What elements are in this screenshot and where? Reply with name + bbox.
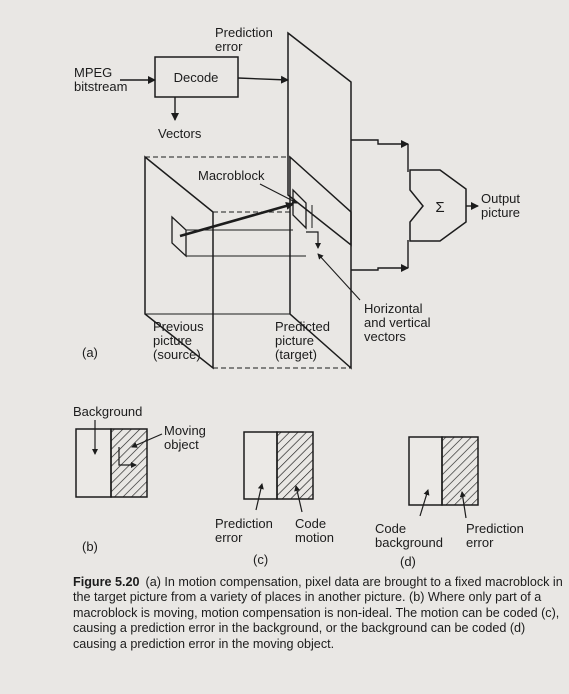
diagram-b-moving-region [110, 428, 148, 498]
macroblock-label: Macroblock [198, 168, 265, 183]
diagram-c: Prediction error Code motion (c) [215, 431, 334, 567]
prediction-error-to-sum [351, 139, 409, 148]
diagram-c-right-block [276, 431, 314, 500]
prediction-error-arrow [237, 75, 289, 84]
hv-vectors-pointer [317, 253, 361, 301]
previous-picture-label-line1: Previous [153, 319, 204, 334]
diagram-d-label: (d) [400, 554, 416, 569]
decode-label: Decode [174, 70, 219, 85]
prediction-error-label-line2: error [215, 39, 243, 54]
diagram-c-right-label-line1: Code [295, 516, 326, 531]
hv-vectors-label-line2: and vertical [364, 315, 431, 330]
hv-vectors-label-line3: vectors [364, 329, 406, 344]
input-label-line2: bitstream [74, 79, 127, 94]
vectors-label: Vectors [158, 126, 202, 141]
diagram-b: Background Moving object (b) [73, 404, 206, 554]
moving-object-label-line1: Moving [164, 423, 206, 438]
input-label-line1: MPEG [74, 65, 112, 80]
diagram-d-right-pointer [459, 491, 467, 519]
source-macroblock [171, 215, 187, 258]
sigma-symbol: Σ [435, 199, 444, 216]
target-macroblock [292, 188, 307, 230]
moving-object-label-line2: object [164, 437, 199, 452]
summing-node [409, 169, 467, 242]
diagram-a: MPEG bitstream Decode Prediction error V… [74, 25, 520, 370]
diagram-a-label: (a) [82, 345, 98, 360]
diagram-d-left-block [408, 436, 443, 506]
prediction-error-label-line1: Prediction [215, 25, 273, 40]
diagram-c-label: (c) [253, 552, 268, 567]
predicted-picture-label-line3: (target) [275, 347, 317, 362]
diagram-b-left-block [75, 428, 112, 498]
figure-number: Figure 5.20 [73, 575, 140, 589]
moving-object-pointer [131, 433, 163, 448]
predicted-picture-label-line2: picture [275, 333, 314, 348]
diagram-c-left-label-line1: Prediction [215, 516, 273, 531]
figure-caption: Figure 5.20(a) In motion compensation, p… [73, 575, 563, 652]
decode-box [154, 56, 239, 98]
diagram-b-label: (b) [82, 539, 98, 554]
diagram-d-right-label-line2: error [466, 535, 494, 550]
prediction-error-plane [287, 31, 352, 247]
background-label: Background [73, 404, 142, 419]
hv-vectors-label-line1: Horizontal [364, 301, 423, 316]
diagram-d-left-pointer [419, 489, 430, 517]
previous-picture-label-line3: (source) [153, 347, 201, 362]
motion-vector-arrow [179, 202, 294, 238]
diagram-d-right-block [441, 436, 479, 506]
diagram-c-left-label-line2: error [215, 530, 243, 545]
output-label-line2: picture [481, 205, 520, 220]
diagram-d: Code background Prediction error (d) [375, 436, 524, 569]
diagram-d-right-label-line1: Prediction [466, 521, 524, 536]
diagram-d-left-label-line1: Code [375, 521, 406, 536]
previous-picture-label-line2: picture [153, 333, 192, 348]
motion-mark [118, 447, 137, 468]
vertical-vector-mark [306, 231, 321, 249]
predicted-to-sum [351, 264, 409, 272]
macroblock-pointer [259, 183, 298, 204]
diagram-c-left-pointer [255, 483, 264, 511]
diagram-c-right-pointer [294, 485, 303, 513]
diagram-d-left-label-line2: background [375, 535, 443, 550]
predicted-picture-label-line1: Predicted [275, 319, 330, 334]
diagram-c-right-label-line2: motion [295, 530, 334, 545]
caption-text: (a) In motion compensation, pixel data a… [73, 575, 563, 651]
output-label-line1: Output [481, 191, 520, 206]
